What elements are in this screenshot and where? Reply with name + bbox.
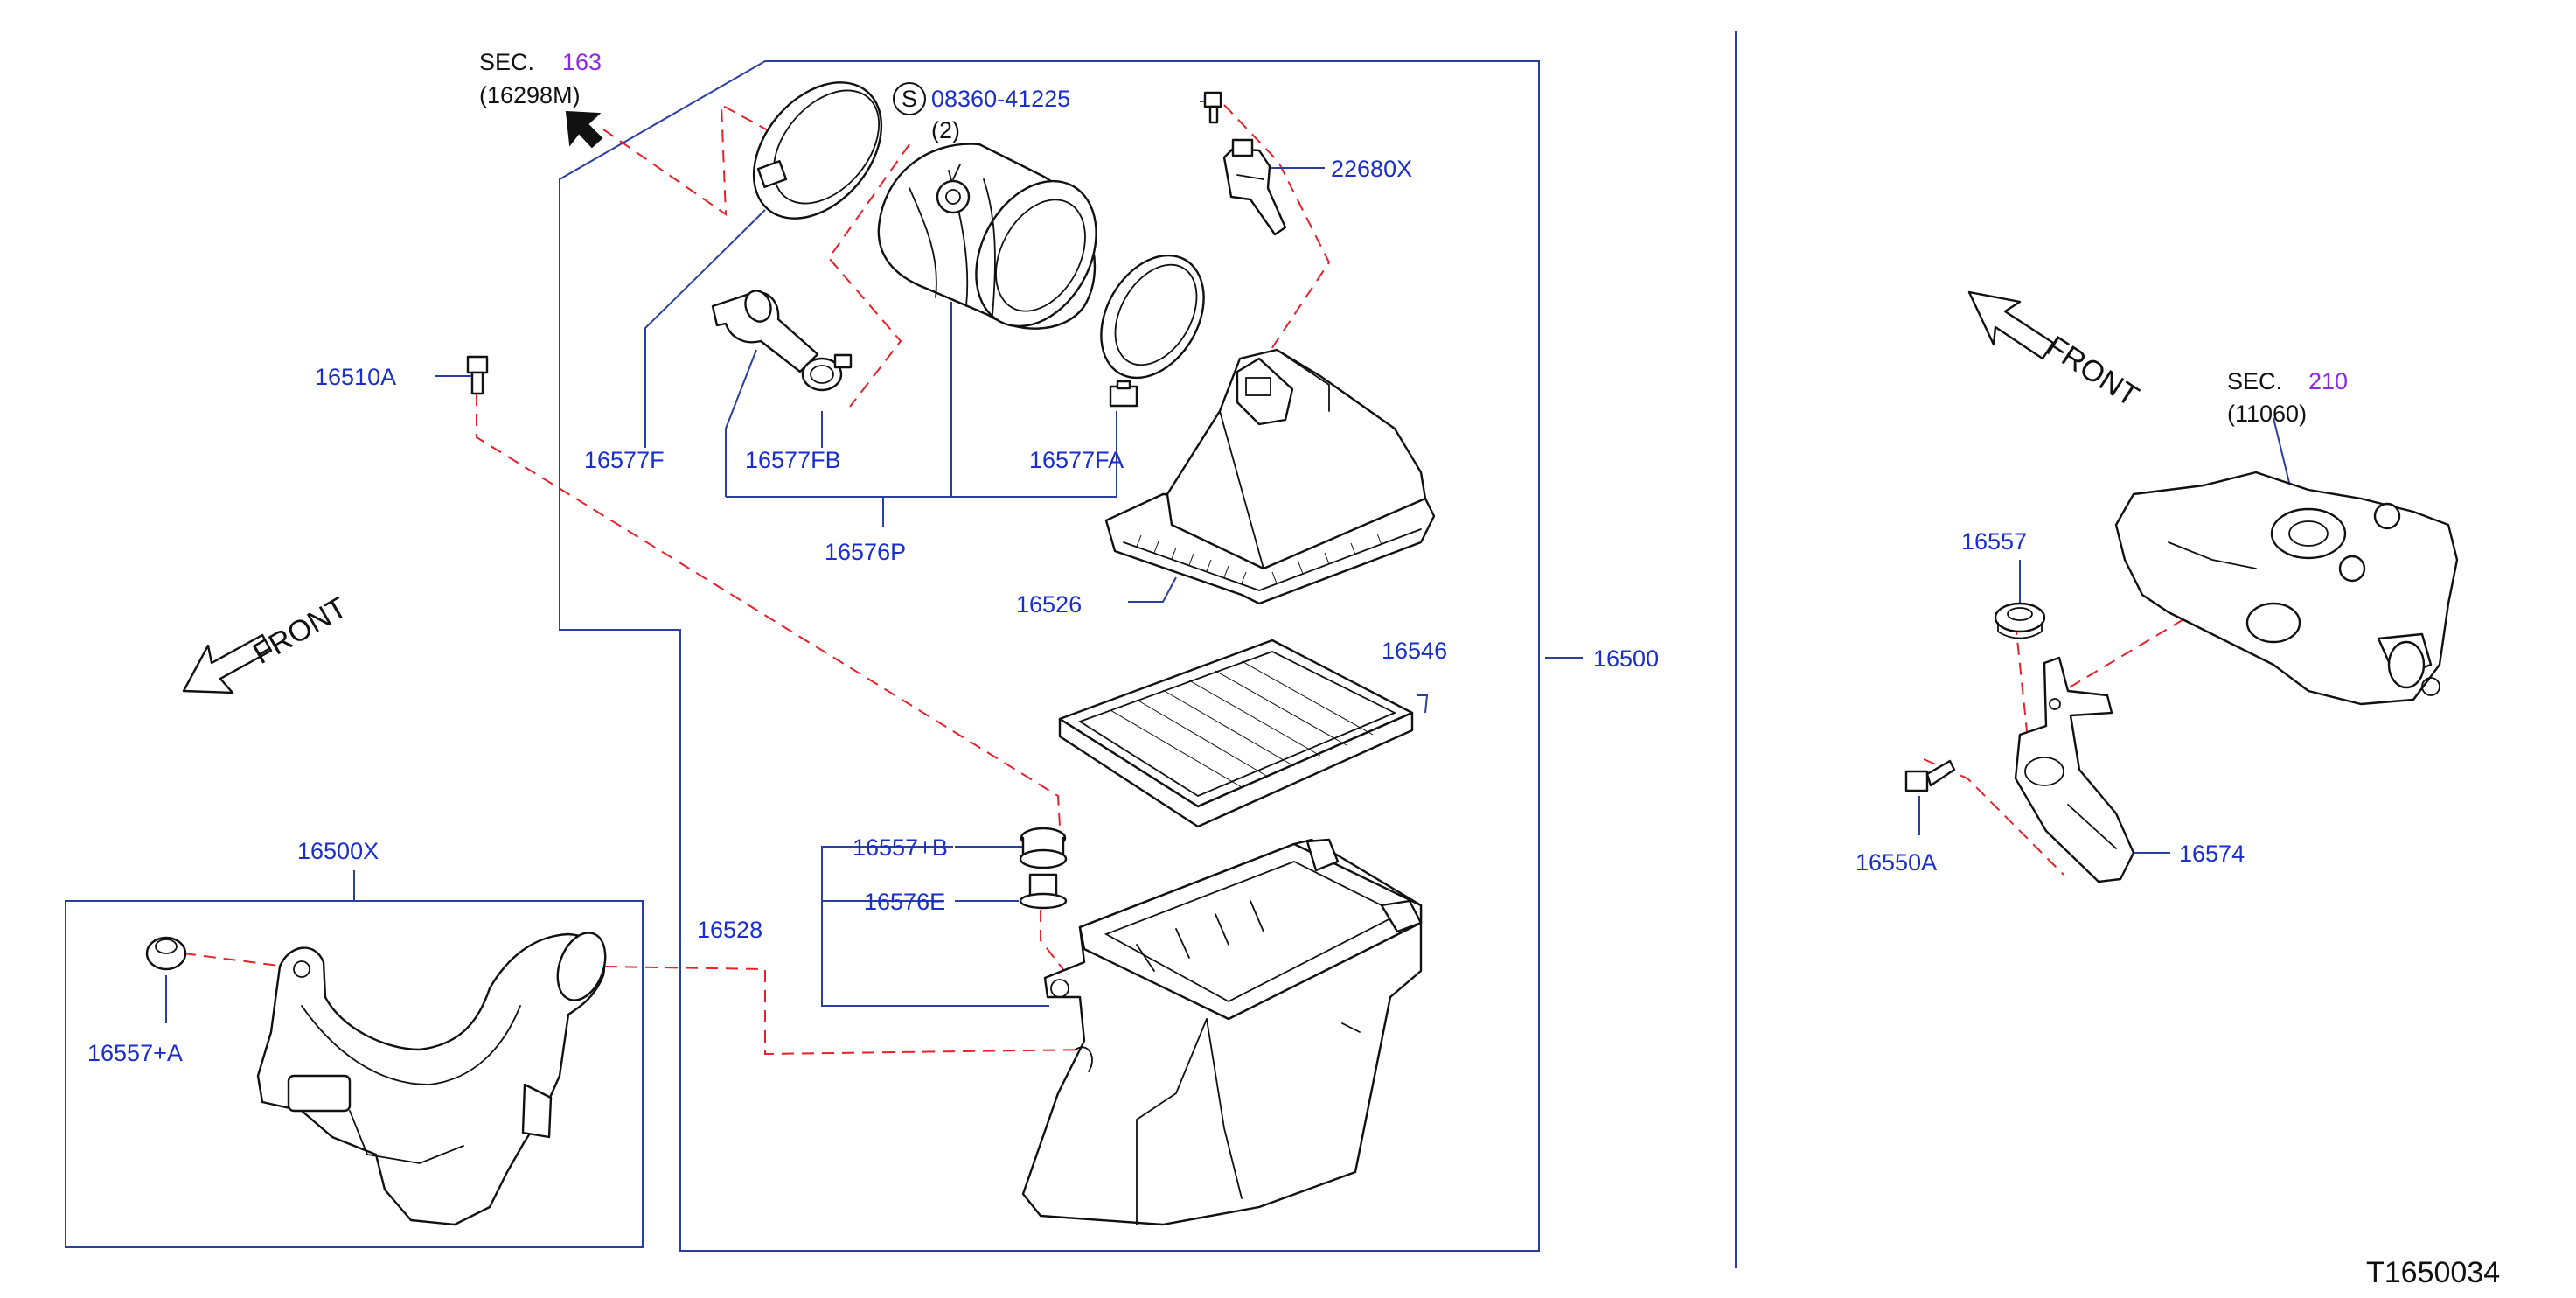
sec163-prefix: SEC. bbox=[479, 49, 534, 75]
diagram-id: T1650034 bbox=[2366, 1256, 2500, 1289]
grommet-16557B bbox=[1019, 827, 1068, 869]
label-16550A: 16550A bbox=[1855, 849, 1937, 876]
front-label-right: FRONT bbox=[2041, 330, 2145, 414]
front-label-left: FRONT bbox=[247, 590, 352, 670]
sec163-ref: (16298M) bbox=[479, 82, 581, 108]
grommet-16557A bbox=[145, 936, 187, 971]
s-symbol: S bbox=[902, 86, 917, 112]
label-16526: 16526 bbox=[1016, 591, 1082, 618]
label-16557: 16557 bbox=[1961, 528, 2027, 555]
label-16546: 16546 bbox=[1382, 638, 1447, 664]
bracket-16574 bbox=[2014, 656, 2135, 883]
sec163-pointer-arrow bbox=[565, 110, 603, 149]
front-direction-arrow-left bbox=[182, 633, 273, 694]
breather-tube-elbow bbox=[711, 290, 819, 373]
intake-duct-16500X bbox=[256, 932, 607, 1226]
grommet-16557 bbox=[1994, 602, 2046, 639]
sec163-number: 163 bbox=[562, 49, 602, 75]
s-symbol-circle bbox=[893, 82, 926, 115]
label-16577FA: 16577FA bbox=[1029, 447, 1124, 473]
bolt-16550A bbox=[1904, 759, 1956, 792]
label-16576P: 16576P bbox=[825, 539, 906, 565]
hose-clamp-16577FA bbox=[1100, 254, 1205, 408]
label-16577FB: 16577FB bbox=[745, 447, 841, 473]
bolt-spec-label: 08360-41225 bbox=[931, 86, 1070, 112]
leader-lines bbox=[165, 101, 2292, 1023]
label-16557B: 16557+B bbox=[853, 834, 948, 861]
bolt-qty-label: (2) bbox=[931, 117, 960, 143]
air-duct-hose bbox=[877, 143, 1097, 330]
front-direction-arrow-right bbox=[1967, 290, 2055, 360]
sec210-ref: (11060) bbox=[2227, 401, 2307, 427]
label-16528: 16528 bbox=[697, 917, 762, 943]
label-16510A: 16510A bbox=[315, 364, 396, 390]
label-16500: 16500 bbox=[1593, 646, 1659, 672]
engine-block-section-210 bbox=[2114, 471, 2459, 706]
assembly-16500-frame bbox=[559, 60, 1540, 1252]
air-cleaner-cover-16526 bbox=[1104, 348, 1436, 605]
label-16576E: 16576E bbox=[864, 889, 945, 915]
label-16574: 16574 bbox=[2179, 841, 2245, 867]
label-16500X: 16500X bbox=[297, 838, 379, 864]
air-cleaner-case-16528 bbox=[1021, 838, 1423, 1226]
label-16557A: 16557+A bbox=[87, 1040, 183, 1066]
label-22680X: 22680X bbox=[1331, 156, 1412, 182]
sec210-number: 210 bbox=[2308, 368, 2348, 394]
air-filter-16546 bbox=[1058, 639, 1414, 828]
sec210-prefix: SEC. bbox=[2227, 368, 2282, 394]
dashed-connections bbox=[183, 103, 2357, 1056]
airflow-sensor-22680X bbox=[1222, 138, 1287, 236]
hose-clamp-16577F bbox=[752, 81, 883, 220]
bolt-16510A bbox=[466, 355, 489, 395]
bolt-08360-41225 bbox=[1203, 91, 1222, 124]
hose-clamp-16577FB bbox=[801, 353, 853, 392]
collar-16576E bbox=[1019, 873, 1068, 910]
label-16577F: 16577F bbox=[584, 447, 665, 473]
